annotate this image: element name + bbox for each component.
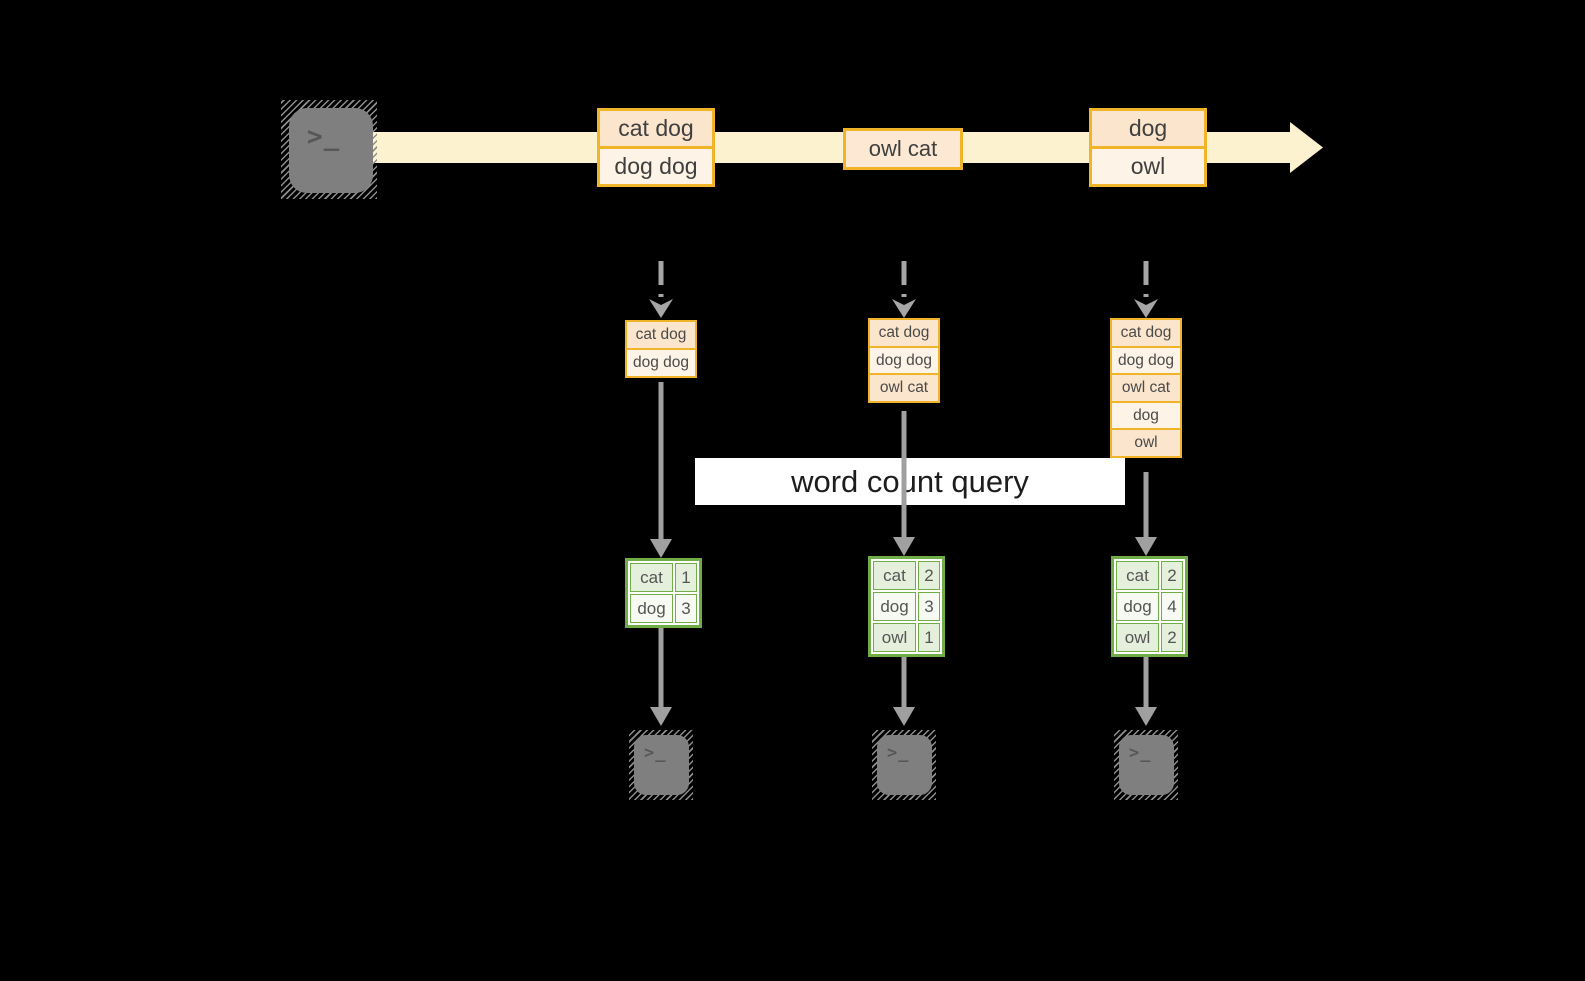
count-cell: 1 [675, 563, 697, 592]
table-row: cat 1 [630, 563, 697, 592]
word-cell: owl [1116, 623, 1159, 652]
word-cell: owl [873, 623, 916, 652]
buffer-item: owl [1110, 428, 1182, 458]
terminal-body: >_ [634, 735, 689, 795]
terminal-body: >_ [877, 735, 932, 795]
buffer-item: dog [1110, 400, 1182, 431]
sink-terminal-icon-3: >_ [1114, 730, 1178, 800]
event-line: owl [1089, 146, 1207, 187]
table-row: owl 1 [873, 623, 940, 652]
buffer-item: dog dog [625, 347, 697, 378]
buffer-item: dog dog [868, 345, 940, 376]
sink-terminal-icon-1: >_ [629, 730, 693, 800]
count-table-2: cat 2 dog 3 owl 1 [868, 556, 945, 657]
stream-event-1: cat dog dog dog [597, 108, 715, 187]
count-cell: 3 [675, 594, 697, 623]
buffer-item: owl cat [868, 373, 940, 403]
ingest-arrow-1 [649, 261, 673, 318]
buffer-item: dog dog [1110, 345, 1182, 376]
count-cell: 2 [918, 561, 940, 590]
terminal-prompt-icon: >_ [307, 122, 341, 152]
word-cell: dog [630, 594, 673, 623]
table-row: dog 4 [1116, 592, 1183, 621]
stream-event-2: owl cat [843, 128, 963, 170]
source-terminal-icon: >_ [281, 100, 377, 199]
terminal-body: >_ [289, 108, 373, 193]
terminal-prompt-icon: >_ [1129, 743, 1152, 763]
query-flow-arrow-3 [1135, 472, 1157, 556]
stream-event-3: dog owl [1089, 108, 1207, 187]
count-cell: 2 [1161, 561, 1183, 590]
terminal-prompt-icon: >_ [887, 743, 910, 763]
buffer-item: cat dog [868, 318, 940, 348]
table-row: dog 3 [873, 592, 940, 621]
word-cell: dog [1116, 592, 1159, 621]
output-arrow-1 [650, 627, 672, 726]
event-line: cat dog [597, 108, 715, 149]
buffer-stack-2: cat dog dog dog owl cat [868, 318, 940, 403]
word-cell: cat [873, 561, 916, 590]
count-cell: 1 [918, 623, 940, 652]
ingest-arrow-3 [1134, 261, 1158, 318]
buffer-stack-3: cat dog dog dog owl cat dog owl [1110, 318, 1182, 458]
count-table-3: cat 2 dog 4 owl 2 [1111, 556, 1188, 657]
buffer-item: cat dog [625, 320, 697, 350]
buffer-item: owl cat [1110, 373, 1182, 403]
event-line: dog dog [597, 146, 715, 187]
table-row: owl 2 [1116, 623, 1183, 652]
count-table-1: cat 1 dog 3 [625, 558, 702, 628]
buffer-item: cat dog [1110, 318, 1182, 348]
terminal-prompt-icon: >_ [644, 743, 667, 763]
table-row: cat 2 [1116, 561, 1183, 590]
ingest-arrow-2 [892, 261, 916, 318]
query-flow-arrow-2 [893, 411, 915, 556]
output-arrow-3 [1135, 656, 1157, 726]
table-row: cat 2 [873, 561, 940, 590]
table-row: dog 3 [630, 594, 697, 623]
query-label: word count query [695, 458, 1125, 505]
output-arrow-2 [893, 657, 915, 726]
query-flow-arrow-1 [650, 382, 672, 558]
sink-terminal-icon-2: >_ [872, 730, 936, 800]
terminal-body: >_ [1119, 735, 1174, 795]
buffer-stack-1: cat dog dog dog [625, 320, 697, 378]
event-line: owl cat [843, 128, 963, 170]
event-line: dog [1089, 108, 1207, 149]
count-cell: 2 [1161, 623, 1183, 652]
count-cell: 3 [918, 592, 940, 621]
count-cell: 4 [1161, 592, 1183, 621]
word-cell: dog [873, 592, 916, 621]
word-cell: cat [1116, 561, 1159, 590]
query-label-text: word count query [791, 463, 1029, 499]
word-cell: cat [630, 563, 673, 592]
